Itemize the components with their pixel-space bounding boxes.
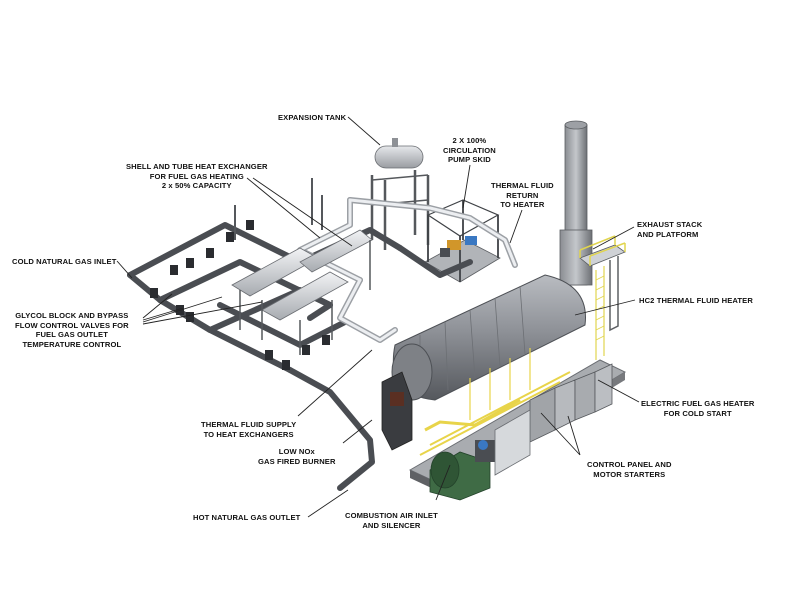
thermal-fluid-piping: [297, 197, 518, 343]
expansion-tank: [370, 138, 430, 250]
leader-lines: [116, 116, 640, 518]
label-electric-heater: ELECTRIC FUEL GAS HEATER FOR COLD START: [641, 399, 755, 418]
exhaust-stack: [559, 120, 626, 360]
label-exhaust-stack: EXHAUST STACK AND PLATFORM: [637, 220, 703, 239]
label-control-panel: CONTROL PANEL AND MOTOR STARTERS: [587, 460, 672, 479]
hc2-heater-vessel: [381, 274, 586, 451]
label-heat-exchanger: SHELL AND TUBE HEAT EXCHANGER FOR FUEL G…: [126, 162, 268, 191]
label-thermal-supply: THERMAL FLUID SUPPLY TO HEAT EXCHANGERS: [201, 420, 297, 439]
heat-exchangers: [231, 178, 373, 355]
combustion-air-inlet: [429, 409, 531, 501]
label-expansion-tank: EXPANSION TANK: [278, 113, 347, 122]
label-thermal-return: THERMAL FLUID RETURN TO HEATER: [491, 181, 554, 210]
heater-walkway: [419, 348, 571, 456]
label-pump-skid: 2 X 100% CIRCULATION PUMP SKID: [443, 136, 496, 165]
control-panels: [529, 363, 613, 443]
label-hc2-heater: HC2 THERMAL FLUID HEATER: [639, 296, 753, 305]
label-cold-gas-inlet: COLD NATURAL GAS INLET: [12, 257, 117, 266]
label-glycol-valves: GLYCOL BLOCK AND BYPASS FLOW CONTROL VAL…: [15, 311, 129, 349]
label-combustion-air: COMBUSTION AIR INLET AND SILENCER: [345, 511, 438, 530]
label-hot-gas-outlet: HOT NATURAL GAS OUTLET: [193, 513, 301, 522]
label-low-nox: LOW NOx GAS FIRED BURNER: [258, 447, 336, 466]
